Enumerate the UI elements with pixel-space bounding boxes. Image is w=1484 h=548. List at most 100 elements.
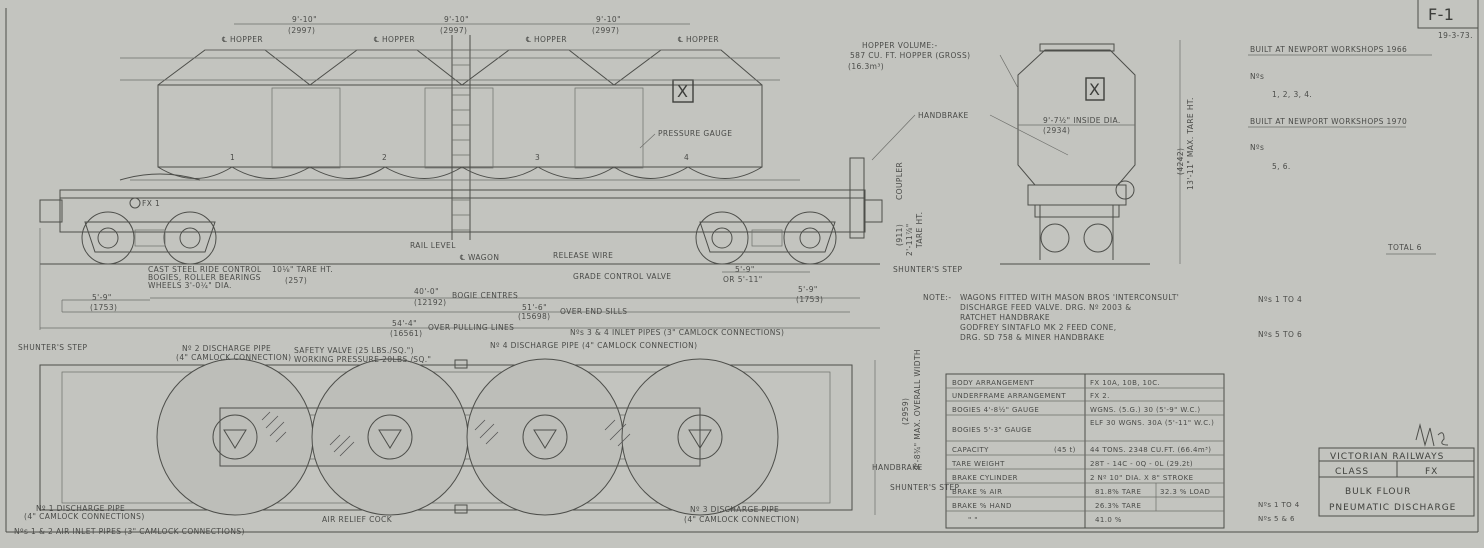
table-cell-value: WGNS. (5.G.) 30 (5'-9" W.C.) <box>1090 406 1201 414</box>
dim-text: (16561) <box>390 329 423 338</box>
dim-text: 54'-4" <box>392 319 417 328</box>
pressure-gauge-label: PRESSURE GAUGE <box>658 129 732 138</box>
class-value: FX <box>1425 467 1438 477</box>
no34-inlet-label: Nºs 3 & 4 INLET PIPES (3" CAMLOCK CONNEC… <box>570 328 784 337</box>
dim-text: 40'-0" <box>414 287 439 296</box>
dim-text: 9'-10" <box>292 15 317 24</box>
bogie-wheelbase-alt: OR 5'-11" <box>723 275 763 284</box>
build-info: BUILT AT NEWPORT WORKSHOPS 1966 Nºs 1, 2… <box>1248 45 1436 255</box>
dim-text: 9'-10" <box>444 15 469 24</box>
table-cell-value: 81.8% TARE <box>1095 488 1141 496</box>
hopper-volume-label: HOPPER VOLUME:- <box>862 41 938 50</box>
table-side-ref: Nºs 5 & 6 <box>1258 515 1295 523</box>
max-tare-height-dim: 13'-11" MAX. TARE HT. <box>1186 97 1195 190</box>
end-marking-x: X <box>1089 80 1100 99</box>
end-view: X HOPPER VOLUME:- 587 CU. FT. HOPPER (GR… <box>848 40 1195 265</box>
hopper-number: 1 <box>230 153 235 162</box>
dim-text: (1753) <box>90 303 117 312</box>
notes: NOTE:- WAGONS FITTED WITH MASON BROS 'IN… <box>923 293 1302 342</box>
table-cell-value: 41.0 % <box>1095 516 1122 524</box>
batch1-numbers: 1, 2, 3, 4. <box>1272 90 1312 99</box>
max-tare-height-metric: (4242) <box>1176 148 1185 175</box>
hopper-bodies: X <box>120 35 780 240</box>
no12-inlet-label: Nºs 1 & 2 AIR INLET PIPES (3" CAMLOCK CO… <box>14 527 245 536</box>
hopper-volume-metric: (16.3m³) <box>848 62 884 71</box>
batch2-numbers: 5, 6. <box>1272 162 1291 171</box>
description-line-1: BULK FLOUR <box>1345 487 1411 497</box>
note-line: DISCHARGE FEED VALVE. DRG. Nº 2003 & <box>960 303 1131 312</box>
no3-discharge-label: Nº 3 DISCHARGE PIPE <box>690 505 779 514</box>
note-line: RATCHET HANDBRAKE <box>960 313 1050 322</box>
dim-text: (1753) <box>796 295 823 304</box>
batch1-no-label: Nºs <box>1250 72 1264 81</box>
spec-table: BODY ARRANGEMENT FX 10A, 10B, 10C. UNDER… <box>945 373 1300 529</box>
sheet-date: 19-3-73. <box>1438 31 1473 40</box>
note-ref: Nºs 5 TO 6 <box>1258 330 1302 339</box>
max-width-dim: 9'-8¾" MAX. OVERALL WIDTH <box>913 349 922 470</box>
safety-valve-detail: WORKING PRESSURE 20LBS./SQ." <box>294 355 431 364</box>
dim-text: 51'-6" <box>522 303 547 312</box>
table-cell-value: 44 TONS. 2348 CU.FT. (66.4m³) <box>1090 446 1211 454</box>
air-relief-cock-label: AIR RELIEF COCK <box>322 515 393 524</box>
dim-text: BOGIE CENTRES <box>452 291 518 300</box>
hopper-label-2: ℄ HOPPER <box>374 35 415 44</box>
table-cell-label: TARE WEIGHT <box>951 460 1005 468</box>
dim-text: OVER PULLING LINES <box>428 323 514 332</box>
shunters-step-left-label: SHUNTER'S STEP <box>18 343 88 352</box>
inside-dia-dim: 9'-7½" INSIDE DIA. <box>1043 116 1121 125</box>
description-line-2: PNEUMATIC DISCHARGE <box>1329 503 1456 513</box>
table-cell-label: BODY ARRANGEMENT <box>952 379 1035 387</box>
coupler-height-dim: 2'-11⅞" <box>905 223 914 256</box>
sheet-number: F-1 <box>1428 5 1454 24</box>
shunters-step-right-label: SHUNTER'S STEP <box>890 483 960 492</box>
tare-height-dim: 10⅛" TARE HT. <box>272 265 333 274</box>
grade-control-valve-label: GRADE CONTROL VALVE <box>573 272 671 281</box>
side-view: X ℄ HOPPER ℄ HOPPER ℄ HOPPER ℄ HOPPER 9'… <box>39 15 962 338</box>
note-line: GODFREY SINTAFLO MK 2 FEED CONE, <box>960 323 1117 332</box>
coupler-height-label: TARE HT. <box>915 212 924 249</box>
dim-text: OVER END SILLS <box>560 307 627 316</box>
note-label: NOTE:- <box>923 293 951 302</box>
note-ref: Nºs 1 TO 4 <box>1258 295 1302 304</box>
bogie-note: CAST STEEL RIDE CONTROL <box>148 265 262 274</box>
wagon-number: FX 1 <box>142 199 160 208</box>
dim-text: (2997) <box>440 26 467 35</box>
hopper-label-1: ℄ HOPPER <box>222 35 263 44</box>
bogie-wheelbase-dim: 5'-9" <box>735 265 755 274</box>
overall-dimensions: 5'-9" (1753) 5'-9" (1753) 40'-0" (12192)… <box>39 228 880 338</box>
title-block: Wa VICTORIAN RAILWAYS CLASS FX BULK FLOU… <box>1318 423 1475 517</box>
table-cell-label: BRAKE % AIR <box>952 488 1002 496</box>
table-cell-value: FX 10A, 10B, 10C. <box>1090 379 1160 387</box>
table-cell-note: (45 t) <box>1054 446 1076 454</box>
no1-discharge-label: Nº 1 DISCHARGE PIPE <box>36 504 125 513</box>
wagon-centre-label: ℄ WAGON <box>460 253 499 262</box>
note-line: WAGONS FITTED WITH MASON BROS 'INTERCONS… <box>960 293 1179 302</box>
tare-height-metric: (257) <box>285 276 307 285</box>
dim-text: 9'-10" <box>596 15 621 24</box>
table-cell-label: BOGIES 4'-8½" GAUGE <box>952 406 1039 414</box>
table-cell-label: UNDERFRAME ARRANGEMENT <box>952 392 1066 400</box>
hopper-label-4: ℄ HOPPER <box>678 35 719 44</box>
batch2-no-label: Nºs <box>1250 143 1264 152</box>
dim-text: 5'-9" <box>92 293 112 302</box>
railway-name: VICTORIAN RAILWAYS <box>1330 452 1444 462</box>
handbrake-label: HANDBRAKE <box>918 111 969 120</box>
table-cell-label: CAPACITY <box>952 446 989 454</box>
no2-discharge-detail: (4" CAMLOCK CONNECTION) <box>176 353 292 362</box>
no1-discharge-detail: (4" CAMLOCK CONNECTIONS) <box>24 512 145 521</box>
dim-text: (15698) <box>518 312 551 321</box>
table-cell-label: " " <box>968 516 978 524</box>
hopper-marking-x: X <box>677 82 688 101</box>
signature: Wa <box>1440 424 1442 426</box>
sheet-border <box>5 0 1479 533</box>
coupler-height-metric: (911) <box>895 224 904 246</box>
table-side-ref: Nºs 1 TO 4 <box>1258 501 1300 509</box>
table-cell-label: BRAKE CYLINDER <box>952 474 1018 482</box>
safety-valve-label: SAFETY VALVE (25 LBS./SQ.") <box>294 346 414 355</box>
table-cell-value: ELF 30 WGNS. 30A (5'-11" W.C.) <box>1090 419 1214 427</box>
batch1-title: BUILT AT NEWPORT WORKSHOPS 1966 <box>1250 45 1407 54</box>
no2-discharge-label: Nº 2 DISCHARGE PIPE <box>182 344 271 353</box>
total-count: TOTAL 6 <box>1387 243 1422 252</box>
